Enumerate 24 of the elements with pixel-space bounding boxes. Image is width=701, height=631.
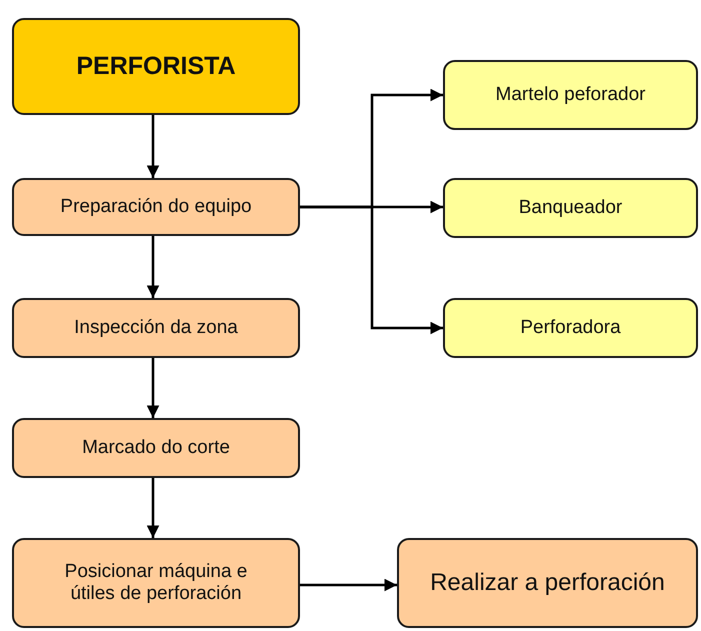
equipment-box <box>443 298 698 358</box>
arrow <box>146 115 160 178</box>
node-label: PERFORISTA <box>75 52 237 81</box>
process-box <box>12 178 300 236</box>
arrow <box>146 478 160 538</box>
arrow <box>146 236 160 298</box>
process-box <box>12 538 300 628</box>
node-label: Marcado do corte <box>81 437 231 459</box>
process-box <box>12 298 300 358</box>
equipment-box <box>443 60 698 130</box>
arrow <box>300 206 443 334</box>
node-label: Realizar a perforación <box>429 569 666 597</box>
node-label: Banqueador <box>518 197 624 219</box>
node-label: Posicionar máquina e útiles de perforación <box>64 561 248 605</box>
node-label: Inspección da zona <box>73 317 239 339</box>
equipment-box <box>443 178 698 238</box>
role-title-box <box>12 18 300 115</box>
arrow <box>300 578 397 592</box>
node-label: Martelo peforador <box>494 84 646 106</box>
arrow <box>146 358 160 418</box>
process-box <box>397 538 698 628</box>
process-box <box>12 418 300 478</box>
node-label: Preparación do equipo <box>59 196 253 218</box>
node-label: Perforadora <box>519 317 622 339</box>
